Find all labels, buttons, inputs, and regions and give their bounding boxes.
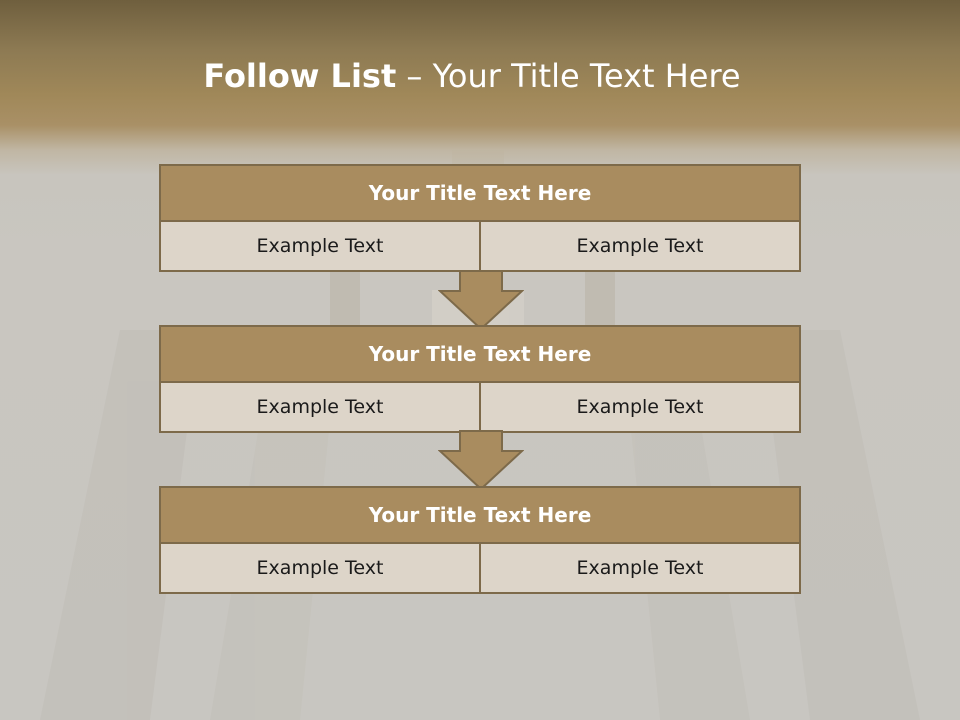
slide-title-rest: Your Title Text Here [432, 57, 741, 95]
slide-title-bold: Follow List [203, 57, 397, 95]
list-block-right-text: Example Text [479, 544, 799, 592]
list-block-left-text: Example Text [256, 235, 384, 257]
list-block-left-text: Example Text [256, 396, 384, 418]
list-block-1: Your Title Text Here Example Text Exampl… [159, 164, 801, 272]
list-block-left-text: Example Text [256, 557, 384, 579]
list-block-title: Your Title Text Here [159, 325, 801, 383]
slide-title-separator: – [406, 57, 423, 95]
list-block-right-text: Example Text [479, 222, 799, 270]
down-arrow-icon [438, 270, 524, 331]
down-arrow-icon [438, 430, 524, 491]
list-block-2: Your Title Text Here Example Text Exampl… [159, 325, 801, 433]
list-block-3: Your Title Text Here Example Text Exampl… [159, 486, 801, 594]
list-block-row: Example Text Example Text [159, 544, 801, 594]
list-block-right-text: Example Text [479, 383, 799, 431]
list-block-title: Your Title Text Here [159, 486, 801, 544]
slide-title: Follow List – Your Title Text Here [0, 52, 944, 100]
list-block-title: Your Title Text Here [159, 164, 801, 222]
list-block-row: Example Text Example Text [159, 383, 801, 433]
list-block-row: Example Text Example Text [159, 222, 801, 272]
